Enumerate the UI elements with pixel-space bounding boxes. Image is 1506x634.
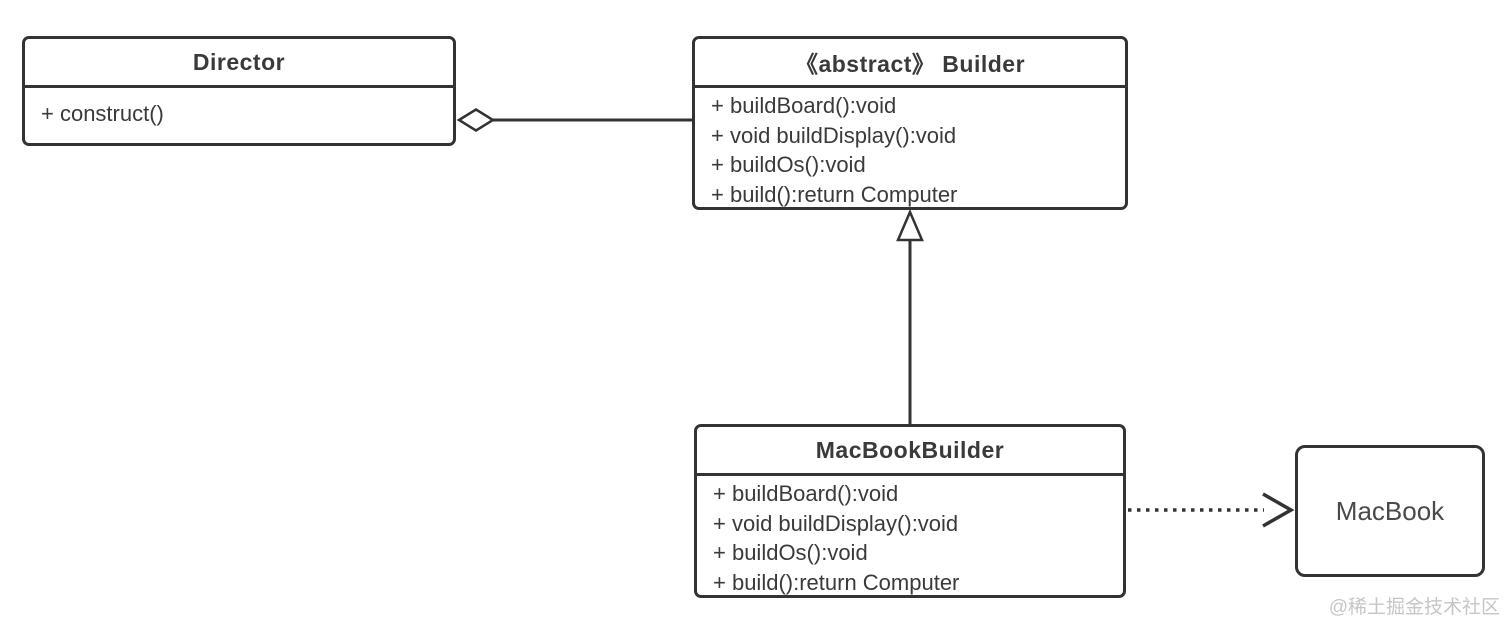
method-builddisplay: + void buildDisplay():void (713, 510, 959, 536)
method-list-builder: + buildBoard():void + void buildDisplay(… (695, 88, 1125, 209)
dependency-connector (1128, 492, 1295, 528)
watermark-text: @稀土掘金技术社区 (1328, 597, 1500, 618)
open-arrow-marker (1262, 492, 1295, 528)
class-box-macbookbuilder: MacBookBuilder + buildBoard():void + voi… (694, 424, 1126, 598)
method-build: + build():return Computer (713, 569, 960, 595)
method-buildos: + buildOs():void (713, 540, 868, 565)
class-title-builder: 《abstract》 Builder (695, 39, 1125, 88)
method-construct: + construct() (41, 101, 164, 126)
inheritance-connector (896, 208, 924, 424)
class-box-macbook: MacBook (1295, 445, 1485, 577)
method-buildboard: + buildBoard():void (713, 481, 899, 506)
class-title-director: Director (25, 39, 453, 88)
method-buildos: + buildOs():void (711, 152, 866, 177)
method-list-director: + construct() (25, 88, 453, 129)
class-title-macbookbuilder: MacBookBuilder (697, 427, 1123, 476)
method-buildboard: + buildBoard():void (711, 93, 897, 118)
method-list-macbookbuilder: + buildBoard():void + void buildDisplay(… (697, 476, 1123, 597)
method-builddisplay: + void buildDisplay():void (711, 122, 957, 148)
class-box-builder: 《abstract》 Builder + buildBoard():void +… (692, 36, 1128, 210)
hollow-diamond-marker (456, 108, 496, 132)
class-title-macbook: MacBook (1335, 495, 1445, 526)
aggregation-connector (456, 108, 692, 132)
method-build: + build():return Computer (711, 181, 958, 207)
hollow-triangle-marker (896, 208, 924, 242)
class-box-director: Director + construct() (22, 36, 456, 146)
